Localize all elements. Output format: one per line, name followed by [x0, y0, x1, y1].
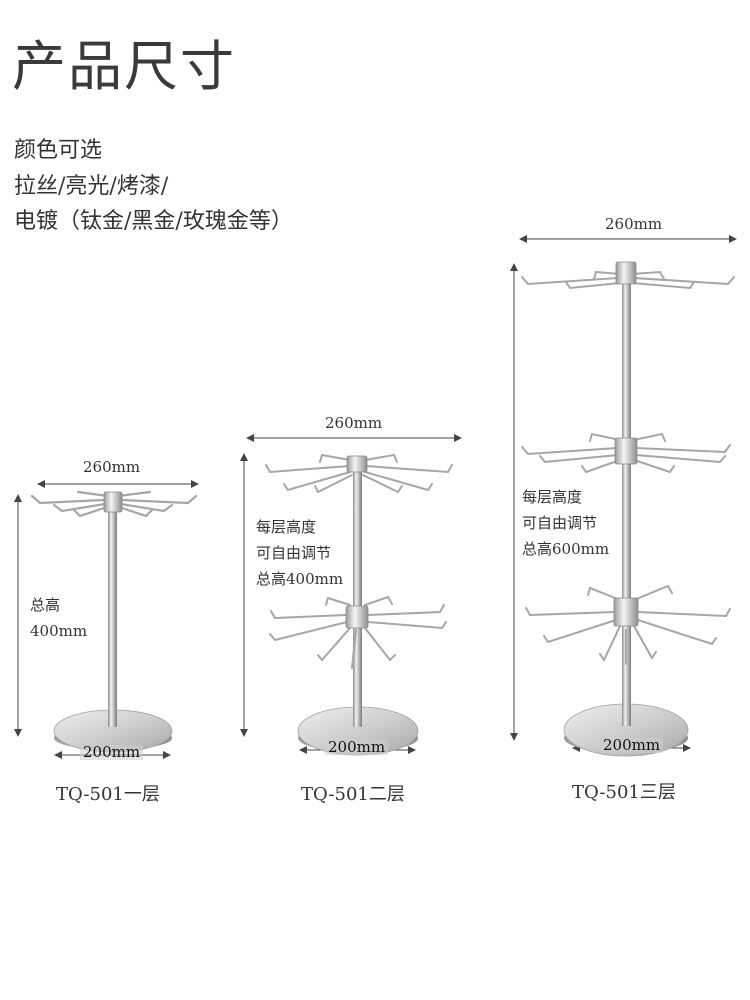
rack-three-note-line3: 总高600mm	[522, 540, 610, 558]
rack-three-note-line2: 可自由调节	[522, 514, 598, 532]
rack-one-note-line1: 总高	[30, 596, 61, 614]
rack-one-note-line2: 400mm	[30, 622, 88, 640]
rack-two-note-line1: 每层高度	[256, 518, 317, 536]
rack-one-width-label: 260mm	[83, 458, 141, 476]
rack-two-width-label: 260mm	[325, 414, 383, 432]
page-title: 产品尺寸	[12, 35, 236, 98]
rack-two-tier	[240, 434, 462, 756]
rack-two-base-label: 200mm	[325, 740, 389, 755]
rack-two-note-line3: 总高400mm	[256, 570, 344, 588]
rack-three-width-label: 260mm	[605, 215, 663, 233]
rack-three-note: 每层高度 可自由调节 总高600mm	[522, 484, 609, 562]
rack-two-note-line2: 可自由调节	[256, 544, 332, 562]
rack-one-model: TQ-501一层	[56, 784, 160, 805]
rack-one-tier	[14, 480, 199, 759]
rack-three-model: TQ-501三层	[572, 782, 676, 803]
rack-three-note-line1: 每层高度	[522, 488, 583, 506]
rack-one-base-label: 200mm	[80, 745, 144, 760]
rack-two-note: 每层高度 可自由调节 总高400mm	[256, 514, 343, 592]
color-options-heading: 颜色可选	[14, 138, 103, 163]
finish-options: 拉丝/亮光/烤漆/	[14, 174, 169, 199]
plating-options: 电镀（钛金/黑金/玫瑰金等）	[14, 209, 293, 234]
rack-two-model: TQ-501二层	[301, 784, 405, 805]
rack-three-base-label: 200mm	[600, 738, 664, 753]
rack-one-note: 总高 400mm	[30, 592, 87, 644]
